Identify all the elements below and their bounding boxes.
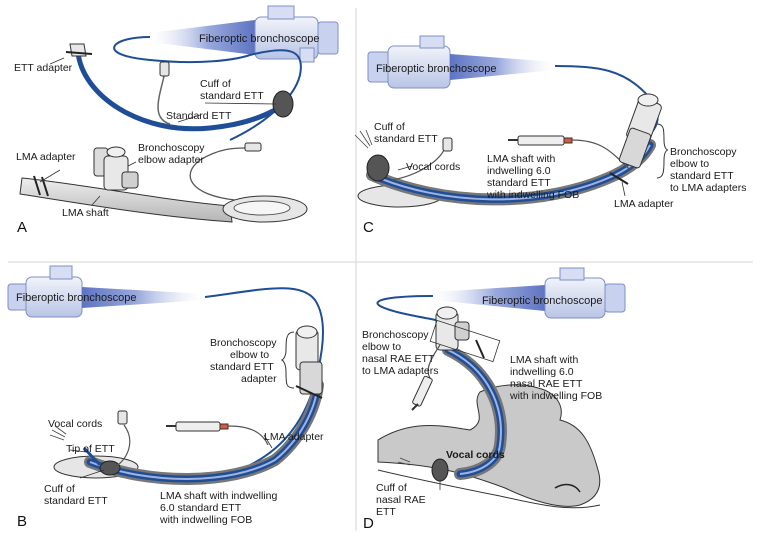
panel-c-elbow-label-4: to LMA adapters [670,182,746,194]
panel-a-pilot-valve [159,61,170,77]
panel-b-bronchoscope [7,265,205,318]
panel-d-vocal-cords-marks [397,457,411,466]
panel-c-bronchoscope [367,35,555,89]
panel-b-elbow-label-2: elbow to [230,349,269,361]
panel-d-fob [447,349,502,475]
panel-b-scope-cable [204,287,324,466]
panel-d-scope-label: Fiberoptic bronchoscope [482,295,602,307]
panel-c-cuff [366,154,390,182]
panel-d-cuff [431,458,449,482]
panel-d-scope-cable [376,295,446,323]
panel-a-ett-adapter [65,43,93,57]
panel-d-cuff-label-1: Cuff of [376,482,407,494]
panel-d-shaft-label-4: with indwelling FOB [509,390,602,402]
panel-d-head-silhouette [377,384,601,507]
panel-b-lma-adapter-label: LMA adapter [264,431,324,443]
panel-c-elbow-label-3: standard ETT [670,170,734,182]
panel-d-eye [554,483,581,493]
panel-d-bronchoscope [433,267,626,319]
panel-c-lma-adapter-label: LMA adapter [614,198,674,210]
panel-d-syringe [411,375,433,411]
panel-d-cuff-label-3: ETT [376,506,396,518]
panel-b-elbow-label-4: adapter [241,373,277,385]
panel-c: Fiberoptic bronchoscope Cuff of standard… [354,35,746,236]
panel-b-shaft-label-3: with indwelling FOB [159,514,252,526]
panel-d-elbow-adapters [435,306,485,359]
panel-a-elbow-label-1: Bronchoscopy [138,142,205,154]
panel-a-elbow-label-2: elbow adapter [138,154,204,166]
panel-a-lma [19,142,308,223]
panel-c-vocal-cords-marks [354,129,373,149]
panel-a-scope-label: Fiberoptic bronchoscope [199,33,319,45]
panel-c-shaft-label-3: standard ETT [487,177,551,189]
panel-c-syringe [508,135,631,171]
panel-a-lma-adapter-label: LMA adapter [16,151,76,163]
panel-b-cuff-label-1: Cuff of [44,483,75,495]
panel-b-syringe [166,421,269,446]
panel-b-cuff [99,460,121,476]
panel-c-vocal-cords-label: Vocal cords [406,161,460,173]
panel-b-elbow-label-1: Bronchoscopy [210,337,277,349]
panel-b: Fiberoptic bronchoscope Bronchoscopy elb… [7,265,324,530]
panel-d: Fiberoptic bronchoscope Bronchoscopy elb… [362,267,626,532]
panel-d-elbow-label-3: nasal RAE ETT [362,353,435,365]
panel-a-elbow-adapter [93,146,139,191]
panel-c-letter: C [363,219,374,236]
panel-c-shaft-label-4: with indwelling FOB [486,189,579,201]
panel-a-cuff-label-1: Cuff of [200,78,231,90]
panel-c-cuff-label-2: standard ETT [374,133,438,145]
panel-b-elbow-label-3: standard ETT [210,361,274,373]
panel-a-cuff-label-2: standard ETT [200,90,264,102]
panel-a-lma-shaft-label: LMA shaft [62,207,109,219]
panel-a-ett-adapter-label: ETT adapter [14,62,73,74]
panel-b-letter: B [17,513,27,530]
panel-c-shaft-label-2: indwelling 6.0 [487,165,551,177]
panel-b-fob [89,384,319,480]
panel-a-standard-ett [75,49,293,132]
panel-a-standard-ett-label: Standard ETT [166,110,232,122]
panel-a: Fiberoptic bronchoscope ETT adapter Cuff… [14,5,339,236]
panel-b-elbow-adapter [295,325,323,399]
panel-c-cuff-label-1: Cuff of [374,121,405,133]
panel-c-scope-label: Fiberoptic bronchoscope [376,63,496,75]
panel-d-shaft-label-2: indwelling 6.0 [510,366,574,378]
panel-c-shaft-label-1: LMA shaft with [487,153,555,165]
panel-d-shaft-label-3: nasal RAE ETT [510,378,583,390]
panel-a-pilot-tube [157,71,171,125]
panel-b-shaft-label-2: 6.0 standard ETT [160,502,242,514]
panel-b-cuff-label-2: standard ETT [44,495,108,507]
panel-a-bronchoscope [150,5,339,63]
panel-b-vocal-cords-label: Vocal cords [48,418,102,430]
panel-b-vocal-cords-marks [49,425,67,441]
panel-c-elbow-label-2: elbow to [670,158,709,170]
panel-c-elbow-label-1: Bronchoscopy [670,146,737,158]
panel-b-scope-label: Fiberoptic bronchoscope [16,292,136,304]
panel-d-cuff-label-2: nasal RAE [376,494,426,506]
panel-d-letter: D [363,515,374,532]
panel-b-tip-label: Tip of ETT [66,443,115,455]
panel-d-elbow-label-1: Bronchoscopy [362,329,429,341]
panel-d-elbow-label-2: elbow to [362,341,401,353]
panel-c-bracket [656,123,669,179]
panel-d-vocal-cords-label: Vocal cords [446,449,505,461]
panel-d-elbow-label-4: to LMA adapters [362,365,438,377]
panel-b-shaft-label-1: LMA shaft with indwelling [160,490,277,502]
panel-c-elbow-adapters [609,93,662,185]
panel-d-jaw-line [377,469,601,509]
panel-d-shaft-label-1: LMA shaft with [510,354,578,366]
panel-b-bracket [280,331,295,389]
panel-a-letter: A [17,219,27,236]
